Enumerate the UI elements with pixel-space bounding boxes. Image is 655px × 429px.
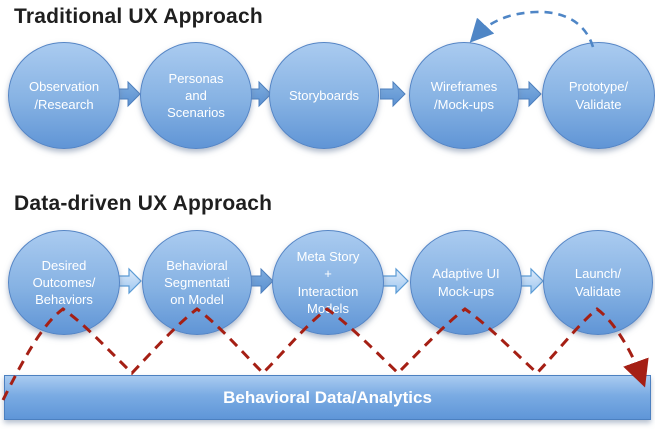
arrow-right-icon xyxy=(516,80,542,108)
iteration-loop-arrow xyxy=(469,10,595,48)
arrow-right-icon xyxy=(380,80,406,108)
data-driven-section-title: Data-driven UX Approach xyxy=(14,192,273,215)
step-label: Observation /Research xyxy=(28,79,100,112)
behavioral-data-analytics-label: Behavioral Data/Analytics xyxy=(223,387,432,407)
step-storyboards: Storyboards xyxy=(269,42,379,149)
step-observation-research: Observation /Research xyxy=(8,42,120,149)
step-label: Adaptive UI Mock-ups xyxy=(432,266,500,299)
step-label: Behavioral Segmentati on Model xyxy=(164,257,230,308)
step-adaptive-ui-mockups: Adaptive UI Mock-ups xyxy=(410,230,522,335)
step-label: Wireframes /Mock-ups xyxy=(430,79,498,112)
traditional-section-title: Traditional UX Approach xyxy=(14,5,263,28)
step-personas-scenarios: Personas and Scenarios xyxy=(140,42,252,149)
step-prototype-validate: Prototype/ Validate xyxy=(542,42,655,149)
step-meta-story-interaction-models: Meta Story + Interaction Models xyxy=(272,230,384,335)
step-label: Desired Outcomes/ Behaviors xyxy=(32,257,96,308)
step-label: Personas and Scenarios xyxy=(167,70,225,121)
step-wireframes-mockups: Wireframes /Mock-ups xyxy=(409,42,519,149)
step-launch-validate: Launch/ Validate xyxy=(543,230,653,335)
step-desired-outcomes-behaviors: Desired Outcomes/ Behaviors xyxy=(8,230,120,335)
behavioral-data-analytics-bar: Behavioral Data/Analytics xyxy=(4,375,651,420)
arrow-right-icon xyxy=(383,267,409,295)
step-label: Launch/ Validate xyxy=(574,266,622,299)
step-label: Prototype/ Validate xyxy=(568,79,629,112)
step-label: Meta Story + Interaction Models xyxy=(296,249,360,316)
step-behavioral-segmentation-model: Behavioral Segmentati on Model xyxy=(142,230,252,335)
step-label: Storyboards xyxy=(288,87,360,103)
